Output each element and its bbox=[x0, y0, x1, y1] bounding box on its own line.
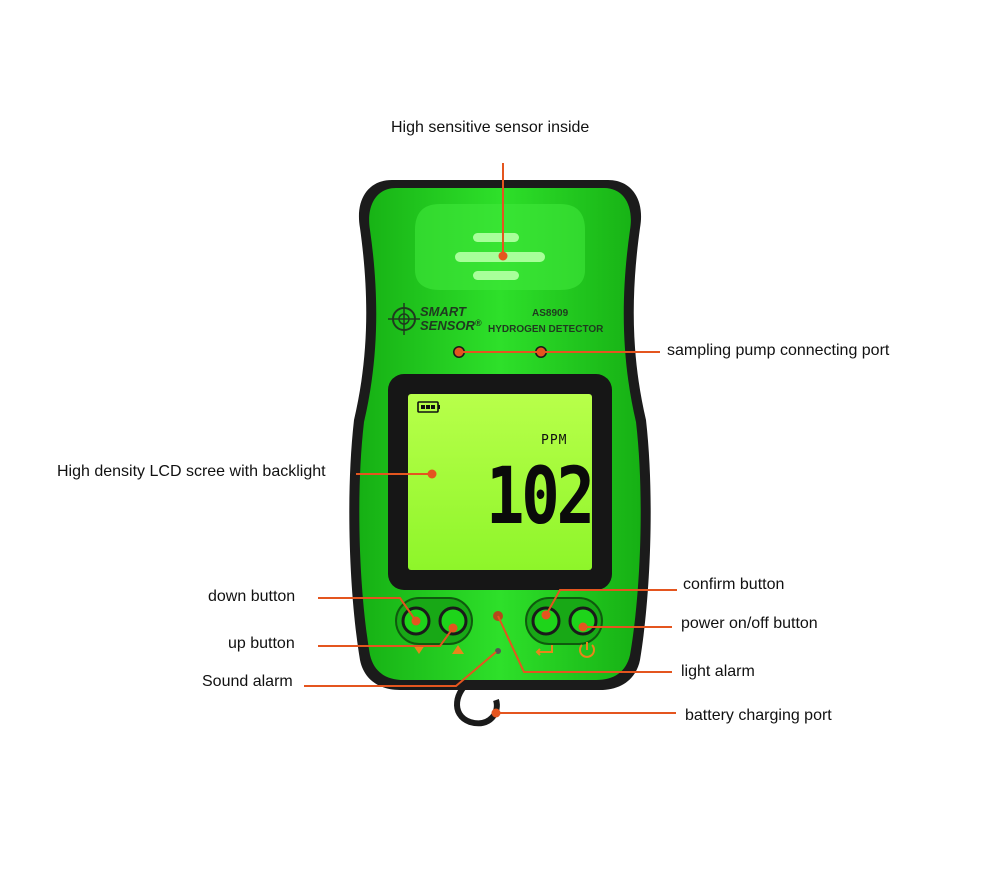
callout-sound-alarm: Sound alarm bbox=[202, 673, 293, 690]
confirm-button-leader bbox=[545, 589, 677, 616]
up-button bbox=[438, 606, 468, 636]
lcd-screen bbox=[408, 394, 592, 570]
sensor-slot-bottom bbox=[473, 271, 519, 280]
callout-pump-port: sampling pump connecting port bbox=[667, 342, 890, 359]
down-arrow-icon bbox=[413, 645, 425, 654]
confirm-button bbox=[531, 606, 561, 636]
brand-line1: SMART bbox=[420, 304, 466, 319]
registered-mark: ® bbox=[474, 318, 482, 328]
product-name: HYDROGEN DETECTOR bbox=[488, 324, 604, 335]
leader-dots bbox=[411, 251, 588, 718]
crosshair-logo-icon bbox=[388, 303, 420, 335]
leader-lines bbox=[304, 163, 677, 714]
power-icon bbox=[579, 642, 595, 658]
enter-icon bbox=[535, 645, 553, 656]
callout-charging-port: battery charging port bbox=[685, 707, 832, 724]
up-arrow-icon bbox=[452, 645, 464, 654]
down-button-leader bbox=[318, 597, 417, 622]
light-alarm-leader bbox=[497, 615, 672, 673]
model-number: AS8909 bbox=[532, 308, 569, 319]
callout-lcd: High density LCD scree with backlight bbox=[57, 463, 326, 480]
callout-sensor: High sensitive sensor inside bbox=[391, 119, 590, 136]
callout-power-button: power on/off button bbox=[681, 615, 818, 632]
brand-line2-text: SENSOR bbox=[420, 318, 475, 333]
callout-up-button: up button bbox=[228, 635, 295, 652]
callout-light-alarm: light alarm bbox=[681, 663, 755, 680]
sound-alarm-hole bbox=[495, 648, 501, 654]
brand-line2: SENSOR® bbox=[420, 318, 482, 333]
callout-down-button: down button bbox=[208, 588, 296, 605]
callout-confirm-button: confirm button bbox=[683, 576, 785, 593]
lcd-reading: 102 bbox=[486, 452, 595, 542]
sensor-slot-top bbox=[473, 233, 519, 242]
battery-full-icon bbox=[417, 401, 440, 413]
sound-alarm-leader bbox=[304, 651, 497, 687]
up-button-leader bbox=[318, 627, 454, 647]
lcd-unit: PPM bbox=[541, 433, 568, 448]
sensor-panel bbox=[415, 204, 585, 290]
